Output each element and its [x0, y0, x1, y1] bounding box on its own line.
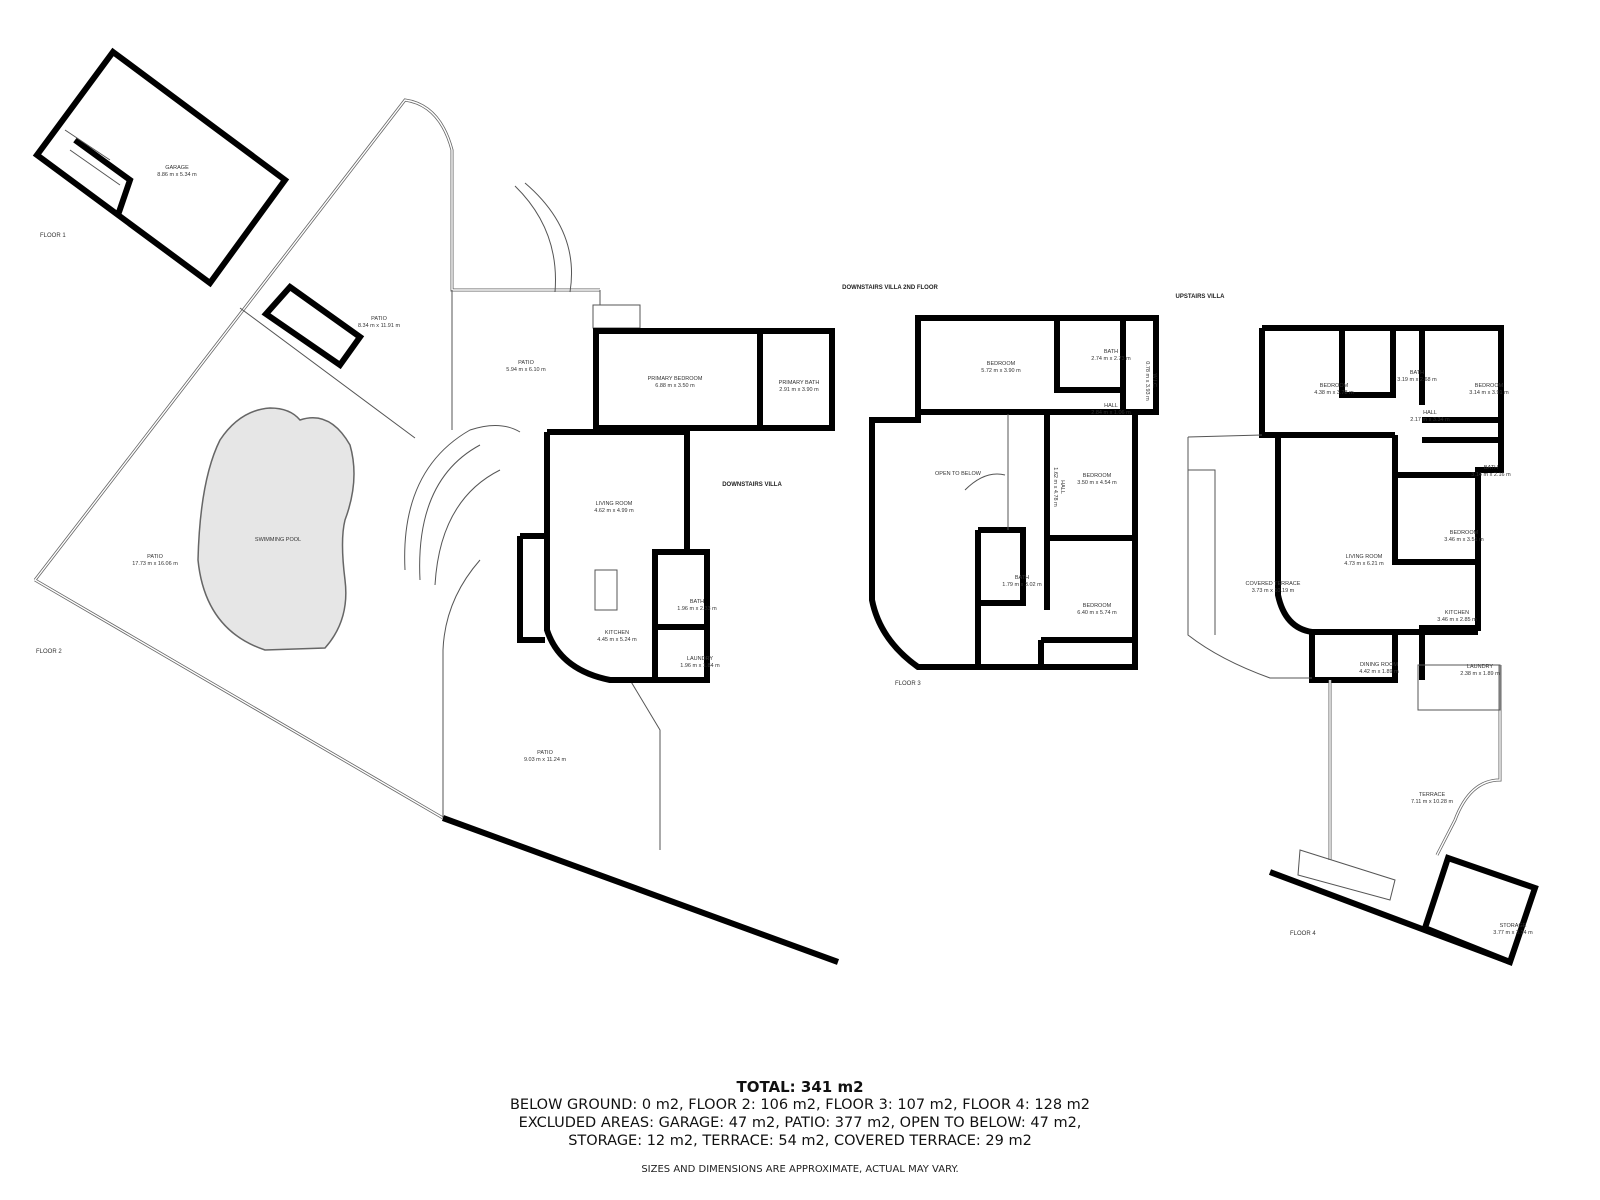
room-name: LAUNDRY	[687, 656, 714, 662]
room-name: LIVING ROOM	[1346, 554, 1383, 560]
curved-stairs	[404, 182, 641, 586]
room-dims: 5.94 m x 6.10 m	[506, 367, 546, 373]
excluded-areas-cont: STORAGE: 12 m2, TERRACE: 54 m2, COVERED …	[568, 1133, 1032, 1149]
room-dims: 1.96 m x 2.33 m	[677, 606, 717, 612]
room-name: BEDROOM	[1475, 383, 1504, 389]
room-dims: 4.42 m x 1.89 m	[1359, 669, 1399, 675]
room-name: COVERED TERRACE	[1246, 581, 1301, 587]
room-name: BATH	[1015, 575, 1029, 581]
section-downstairs-2nd: DOWNSTAIRS VILLA 2ND FLOOR	[842, 285, 938, 291]
room-name: KITCHEN	[605, 630, 629, 636]
room-dims: 3.46 m x 2.85 m	[1437, 617, 1477, 623]
room-dims: 6.40 m x 5.74 m	[1077, 610, 1117, 616]
room-dims: 5.72 m x 3.90 m	[981, 368, 1021, 374]
room-dims: 8.34 m x 11.91 m	[358, 323, 401, 329]
room-dims: 4.45 m x 5.24 m	[597, 637, 637, 643]
room-name: PRIMARY BEDROOM	[648, 376, 703, 382]
excluded-areas: EXCLUDED AREAS: GARAGE: 47 m2, PATIO: 37…	[518, 1115, 1082, 1131]
room-name: TERRACE	[1419, 792, 1446, 798]
room-name: PATIO	[371, 316, 387, 322]
garage-stairs	[64, 129, 121, 186]
room-name: PRIMARY BATH	[779, 380, 820, 386]
disclaimer: SIZES AND DIMENSIONS ARE APPROXIMATE, AC…	[641, 1164, 959, 1175]
downstairs-villa-walls	[517, 328, 835, 683]
floor-4-walls	[1187, 325, 1504, 901]
floor-3-walls	[869, 315, 1159, 670]
room-dims: 4.73 m x 6.21 m	[1344, 561, 1384, 567]
floor-2-label: FLOOR 2	[36, 649, 62, 655]
room-labels: GARAGE 8.86 m x 5.34 m PATIO 8.34 m x 11…	[132, 165, 1533, 936]
room-dims: 2.38 m x 1.89 m	[1460, 671, 1500, 677]
room-dims: 2.91 m x 3.90 m	[779, 387, 819, 393]
floor-4-label: FLOOR 4	[1290, 931, 1316, 937]
patio-outline	[33, 98, 661, 850]
room-name: BATH	[690, 599, 704, 605]
floor-1-label: FLOOR 1	[40, 233, 66, 239]
garage-walls	[32, 47, 290, 288]
room-name: W.I.C.	[1151, 374, 1157, 389]
room-name: BATH	[1484, 465, 1498, 471]
room-name: SWIMMING POOL	[255, 537, 301, 543]
room-dims: 2.74 m x 2.73 m	[1091, 356, 1131, 362]
room-dims: 4.62 m x 4.99 m	[594, 508, 634, 514]
room-dims: 0.78 m x 3.93 m	[1144, 361, 1150, 401]
room-name: OPEN TO BELOW	[935, 471, 982, 477]
room-dims: 7.11 m x 10.28 m	[1411, 799, 1454, 805]
room-name: BEDROOM	[1083, 603, 1112, 609]
room-name: BEDROOM	[1320, 383, 1349, 389]
room-name: HALL	[1423, 410, 1437, 416]
swimming-pool-shape	[197, 407, 355, 651]
garage-stair-wall	[73, 137, 134, 216]
room-dims: 4.38 m x 3.78 m	[1314, 390, 1354, 396]
room-name: DINING ROOM	[1360, 662, 1398, 668]
room-dims: 3.77 m x 3.14 m	[1493, 930, 1533, 936]
room-dims: 3.14 m x 2.16 m	[1471, 472, 1511, 478]
room-dims: 1.79 m x 3.02 m	[1002, 582, 1042, 588]
storage-walls	[1421, 854, 1539, 966]
room-dims: 3.46 m x 3.51 m	[1444, 537, 1484, 543]
room-dims: 1.62 m x 4.78 m	[1052, 467, 1058, 507]
section-upstairs-villa: UPSTAIRS VILLA	[1176, 294, 1226, 300]
room-name: BATH	[1104, 349, 1118, 355]
room-dims: 3.14 m x 3.91 m	[1469, 390, 1509, 396]
room-dims: 8.86 m x 5.34 m	[157, 172, 197, 178]
room-dims: 2.17 m x 3.34 m	[1410, 417, 1450, 423]
room-name: PATIO	[537, 750, 553, 756]
stair-enclosure	[261, 282, 365, 370]
room-dims: 3.19 m x 2.68 m	[1397, 377, 1437, 383]
section-downstairs-villa: DOWNSTAIRS VILLA	[722, 482, 782, 488]
room-dims: 6.88 m x 3.50 m	[655, 383, 695, 389]
room-name: LIVING ROOM	[596, 501, 633, 507]
room-name: PATIO	[518, 360, 534, 366]
room-dims: 1.96 m x 1.84 m	[680, 663, 720, 669]
room-name: PATIO	[147, 554, 163, 560]
room-name: HALL	[1104, 403, 1118, 409]
total-area: TOTAL: 341 m2	[736, 1078, 864, 1096]
room-name: GARAGE	[165, 165, 189, 171]
room-dims: 3.73 m x 10.19 m	[1252, 588, 1295, 594]
room-dims: 3.50 m x 4.54 m	[1077, 480, 1117, 486]
room-name: KITCHEN	[1445, 610, 1469, 616]
floor-areas: BELOW GROUND: 0 m2, FLOOR 2: 106 m2, FLO…	[509, 1097, 1090, 1113]
room-dims: 2.84 m x 1.06 m	[1091, 410, 1131, 416]
room-name: BEDROOM	[1450, 530, 1479, 536]
room-name: BATH	[1410, 370, 1424, 376]
room-dims: 9.03 m x 11.24 m	[524, 757, 567, 763]
room-name: LAUNDRY	[1467, 664, 1494, 670]
floor-3-label: FLOOR 3	[895, 681, 921, 687]
room-name: STORAGE	[1500, 923, 1527, 929]
room-name: HALL	[1059, 480, 1065, 494]
room-dims: 17.73 m x 16.06 m	[132, 561, 178, 567]
room-name: BEDROOM	[1083, 473, 1112, 479]
room-name: BEDROOM	[987, 361, 1016, 367]
boundary-wall	[441, 815, 840, 965]
area-summary: TOTAL: 341 m2 BELOW GROUND: 0 m2, FLOOR …	[0, 1078, 1600, 1175]
